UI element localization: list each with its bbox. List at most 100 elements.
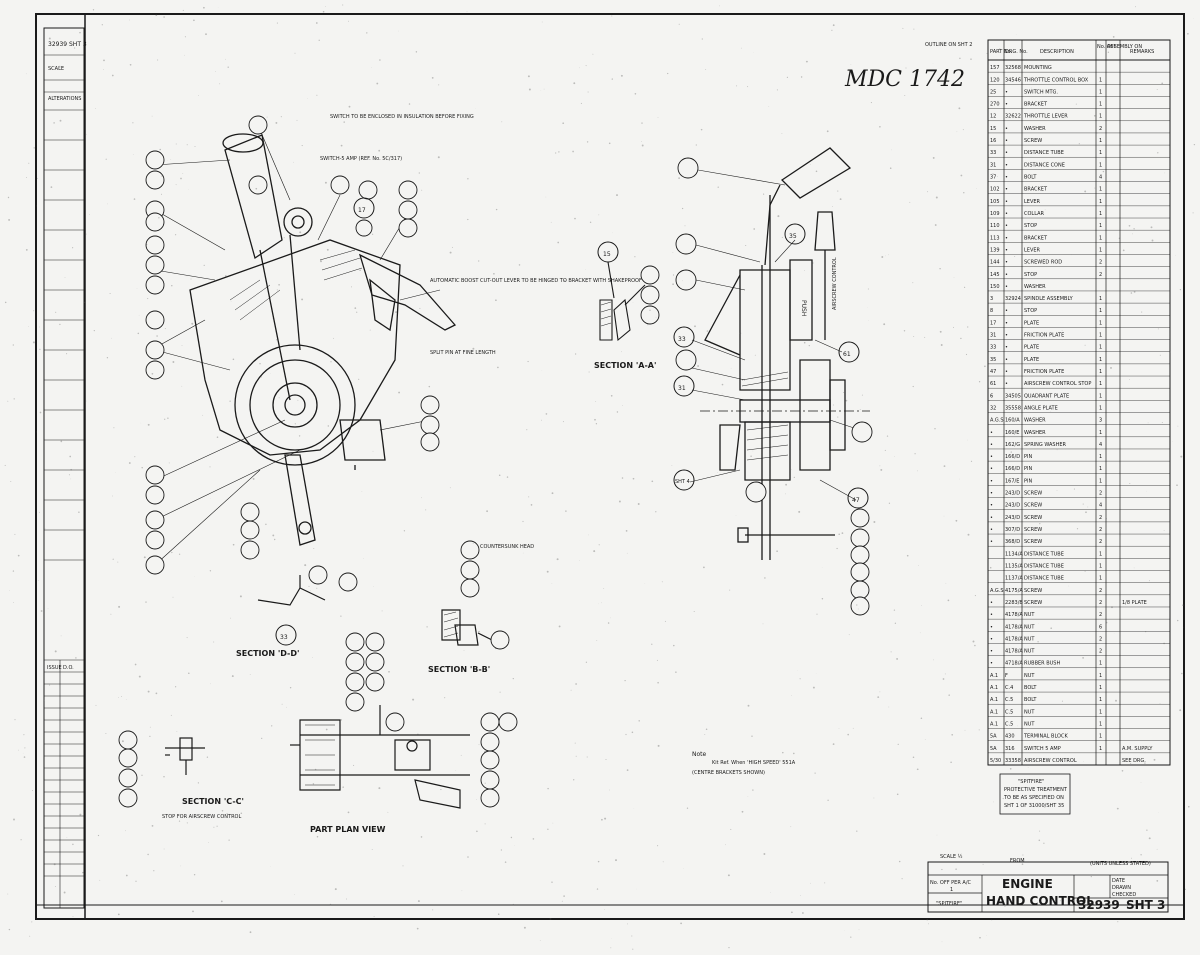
table-cell: 1 <box>1099 199 1102 205</box>
table-cell: PIN <box>1024 454 1032 460</box>
table-cell: • <box>990 515 993 521</box>
table-cell: 4 <box>1099 503 1102 509</box>
table-cell: C.5 <box>1005 709 1013 715</box>
section-dd-view <box>257 575 326 606</box>
table-cell: 32 <box>990 405 996 411</box>
table-cell: QUADRANT PLATE <box>1024 393 1069 399</box>
table-cell: 35 <box>990 357 996 363</box>
table-cell: RUBBER BUSH <box>1024 661 1060 667</box>
title-block: SCALE ½ FROM (UNITS UNLESS STATED) No. O… <box>927 853 1169 913</box>
title-drawing-no: 32939 <box>1078 898 1120 912</box>
table-cell: 2 <box>1099 600 1102 606</box>
callout-33-side-circle <box>673 326 695 348</box>
table-cell: 1 <box>1099 150 1102 156</box>
callout-33-dd-circle <box>275 624 297 646</box>
table-cell: 1 <box>1099 454 1102 460</box>
table-cell: TERMINAL BLOCK <box>1023 734 1068 740</box>
table-cell: F <box>1005 673 1008 679</box>
table-cell: • <box>990 661 993 667</box>
table-cell: 4178/A <box>1005 636 1023 642</box>
table-cell: 1 <box>1099 357 1102 363</box>
table-cell: BOLT <box>1024 685 1037 691</box>
table-cell: NUT <box>1024 649 1035 655</box>
table-header-part: PART No. <box>990 49 1013 55</box>
table-cell: BOLT <box>1024 175 1037 181</box>
table-cell: • <box>990 624 993 630</box>
table-cell: 5A <box>990 746 997 752</box>
callout-35-circle <box>784 223 806 245</box>
table-cell: 61 <box>990 381 996 387</box>
table-cell: 1 <box>1099 563 1102 569</box>
title-name-line1: ENGINE <box>1002 877 1053 891</box>
table-cell: 1 <box>1099 247 1102 253</box>
table-cell: MOUNTING <box>1024 65 1052 71</box>
table-cell: 166/D <box>1005 466 1020 472</box>
table-cell: 109 <box>990 211 1000 217</box>
table-cell: 1 <box>1099 685 1102 691</box>
table-cell: 1 <box>1099 721 1102 727</box>
table-cell: • <box>1005 284 1008 290</box>
table-cell: 270 <box>990 102 1000 108</box>
table-cell: NUT <box>1024 612 1035 618</box>
table-cell: A.1 <box>990 709 998 715</box>
sheet-border <box>35 13 1185 920</box>
table-cell: C.4 <box>1005 685 1013 691</box>
table-cell: 1 <box>1099 102 1102 108</box>
table-cell: • <box>990 527 993 533</box>
table-cell: BRACKET <box>1024 235 1048 241</box>
part-plan-view <box>290 705 470 809</box>
table-cell: 2 <box>1099 491 1102 497</box>
table-cell: A.1 <box>990 685 998 691</box>
table-cell: 243/D <box>1005 515 1020 521</box>
table-cell: • <box>990 612 993 618</box>
table-cell: 1 <box>1099 235 1102 241</box>
table-cell: WASHER <box>1024 126 1046 132</box>
table-cell: 8 <box>990 308 993 314</box>
table-cell: 1 <box>1099 345 1102 351</box>
table-cell: NUT <box>1024 709 1035 715</box>
table-cell: 1 <box>1099 393 1102 399</box>
callout-61: 61 <box>843 351 851 358</box>
table-cell: STOP <box>1024 223 1037 229</box>
table-cell: 17 <box>990 320 996 326</box>
table-cell: • <box>990 430 993 436</box>
title-checked-label: CHECKED <box>1112 892 1136 898</box>
table-cell: • <box>1005 162 1008 168</box>
table-cell: • <box>1005 320 1008 326</box>
callout-31: 31 <box>678 385 686 392</box>
table-cell: SCREWED ROD <box>1024 260 1062 266</box>
table-cell: PLATE <box>1024 345 1039 351</box>
table-cell: • <box>990 649 993 655</box>
table-cell: 1 <box>1099 746 1102 752</box>
table-cell: • <box>1005 260 1008 266</box>
table-cell: 243/D <box>1005 491 1020 497</box>
table-cell: C.5 <box>1005 721 1013 727</box>
table-cell: 15 <box>990 126 996 132</box>
table-cell: LEVER <box>1024 247 1041 253</box>
table-cell: 1 <box>1099 296 1102 302</box>
table-cell: SCREW <box>1024 515 1042 521</box>
protective-treatment-note: "SPITFIRE" PROTECTIVE TREATMENT TO BE AS… <box>999 773 1071 815</box>
note-text: Kit Ref. When 'HIGH SPEED' 551A <box>712 760 796 766</box>
title-units: (UNITS UNLESS STATED) <box>1090 861 1151 867</box>
table-cell: 1137/A <box>1005 576 1023 582</box>
table-cell: 5A <box>990 734 997 740</box>
table-cell: 4178/A <box>1005 612 1023 618</box>
table-cell: 1134/A <box>1005 551 1023 557</box>
table-cell: • <box>990 636 993 642</box>
table-cell: SWITCH MTG. <box>1024 89 1058 95</box>
table-cell: 1 <box>1099 308 1102 314</box>
table-cell: 4718/A <box>1005 661 1023 667</box>
table-cell: A.1 <box>990 721 998 727</box>
table-cell: 5/30 <box>990 758 1001 764</box>
callout-35: 35 <box>789 233 797 240</box>
table-cell: 166/D <box>1005 454 1020 460</box>
table-cell: 150 <box>990 284 1000 290</box>
table-cell: • <box>990 491 993 497</box>
table-cell: SCREW <box>1024 503 1042 509</box>
table-cell: 1/8 PLATE <box>1122 600 1147 606</box>
table-cell: 6 <box>1099 624 1102 630</box>
table-cell: • <box>1005 211 1008 217</box>
table-cell: • <box>1005 126 1008 132</box>
